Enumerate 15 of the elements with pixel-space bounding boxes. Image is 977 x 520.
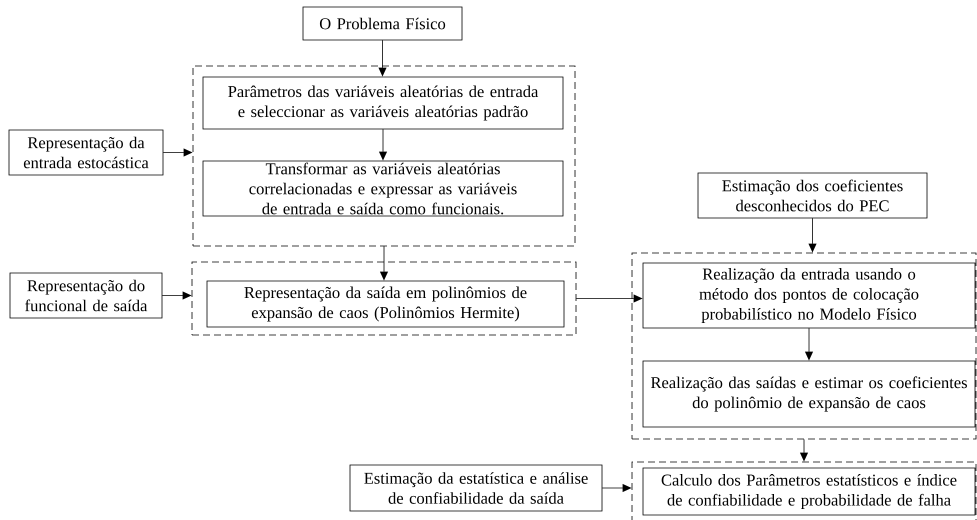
dashed-group-frame [192,262,576,336]
process-box: Estimação da estatística e análise de confiabilidade da saída [350,464,602,512]
dashed-group-frame [632,252,976,440]
process-box: Representação da saída em polinômios de expansão de caos (Polinômios Hermite) [206,280,564,328]
process-box: Realização da entrada usando o método dos pontos de colocação probabilístico no Modelo Físico [642,262,976,328]
process-box: Realização das saídas e estimar os coeficientes do polinômio de expansão de caos [642,360,976,428]
dashed-group-frame [632,462,976,520]
process-box: Representação do funcional de saída [10,272,162,318]
process-box: Representação da entrada estocástica [8,130,164,176]
dashed-group-frame [192,66,576,246]
process-box: Parâmetros das variáveis aleatórias de entrada e seleccionar as variáveis aleatórias padrão [202,76,564,130]
process-box: Transformar as variáveis aleatórias correlacionadas e expressar as variáveis de entrada e saída como funcionais. [202,160,564,216]
process-box: Calculo dos Parâmetros estatísticos e índice de confiabilidade e probabilidade de falha [642,468,976,516]
process-box: Estimação dos coeficientes desconhecidos do PEC [698,172,928,218]
process-box: O Problema Físico [302,6,462,40]
